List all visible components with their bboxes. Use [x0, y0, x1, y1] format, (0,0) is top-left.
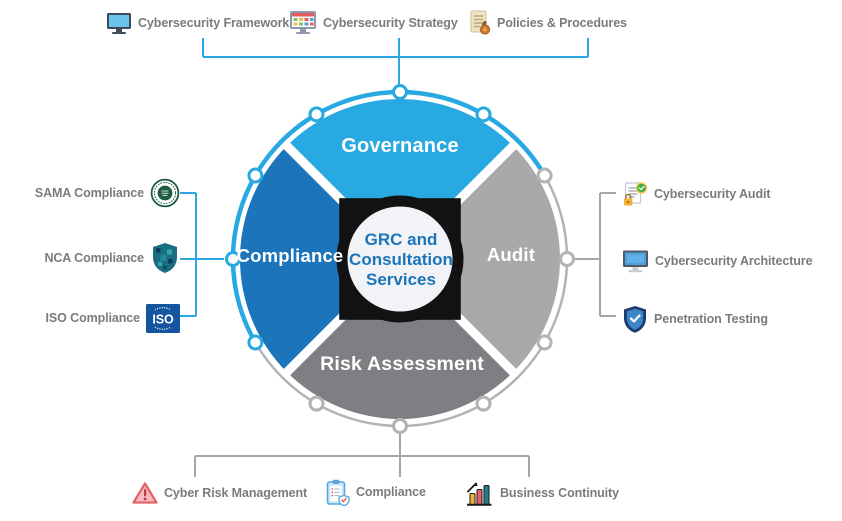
item-label: Business Continuity	[500, 485, 619, 500]
right-item-cybersecurity-architecture: Cybersecurity Architecture	[622, 247, 813, 275]
bar-chart-icon	[467, 482, 492, 506]
left-item-sama-compliance: SAMA Compliance	[28, 177, 180, 209]
center-title: GRC and Consultation Services	[328, 230, 474, 290]
top-item-cybersecurity-strategy: Cybersecurity Strategy	[289, 8, 458, 38]
wedge-label-governance: Governance	[341, 135, 459, 157]
iso-badge-text: ISO	[152, 312, 174, 326]
item-label: Cybersecurity Strategy	[323, 15, 458, 30]
bottom-item-cyber-risk-management: Cyber Risk Management	[132, 480, 307, 506]
bottom-item-business-continuity: Business Continuity	[464, 480, 619, 506]
connector-bottom	[194, 434, 530, 477]
right-item-penetration-testing: Penetration Testing	[622, 305, 768, 333]
top-item-policies-procedures: Policies & Procedures	[469, 8, 627, 38]
connector-right	[575, 192, 616, 317]
center-title-line2: Consultation	[349, 250, 453, 269]
rim-dots-blue	[225, 84, 492, 351]
monitor-icon	[623, 250, 648, 272]
item-label: Cybersecurity Framework	[138, 15, 290, 30]
document-stamp-icon	[470, 10, 491, 35]
item-label: Penetration Testing	[654, 311, 768, 326]
nca-shield-icon	[153, 243, 177, 273]
wedge-audit	[400, 145, 561, 373]
wedge-governance	[286, 98, 514, 259]
dashboard-monitor-icon	[290, 11, 316, 34]
wedge-compliance	[239, 145, 400, 373]
item-label: Cybersecurity Audit	[654, 186, 771, 201]
center-title-line1: GRC and	[364, 230, 438, 249]
right-item-cybersecurity-audit: Cybersecurity Audit	[622, 180, 771, 208]
center-title-line3: Services	[366, 270, 436, 289]
rim-dots-gray	[308, 167, 575, 434]
wedge-label-compliance: Compliance	[236, 245, 344, 266]
center-ring	[336, 195, 464, 323]
item-label: ISO Compliance	[45, 310, 141, 325]
wedge-risk-assessment	[286, 259, 514, 420]
top-item-cybersecurity-framework: Cybersecurity Framework	[106, 8, 289, 38]
sama-seal-icon	[150, 178, 180, 208]
audit-document-icon	[624, 181, 648, 205]
shield-check-icon	[624, 306, 646, 333]
left-item-nca-compliance: NCA Compliance	[28, 242, 180, 274]
monitor-icon	[107, 12, 131, 34]
item-label: Cybersecurity Architecture	[655, 253, 813, 268]
item-label: NCA Compliance	[44, 250, 144, 265]
wedge-label-risk-assessment: Risk Assessment	[320, 353, 484, 375]
connector-top	[202, 38, 589, 84]
connector-left	[180, 192, 224, 317]
wedge-label-audit: Audit	[486, 244, 536, 265]
left-item-iso-compliance: ISO Compliance ISO	[28, 302, 180, 334]
bottom-item-compliance: Compliance	[325, 479, 426, 506]
clipboard-shield-icon	[326, 479, 350, 506]
item-label: SAMA Compliance	[34, 185, 144, 200]
warning-triangle-icon	[132, 482, 158, 504]
item-label: Policies & Procedures	[497, 15, 627, 30]
iso-badge-icon: ISO	[146, 303, 180, 333]
item-label: Compliance	[356, 484, 426, 499]
item-label: Cyber Risk Management	[164, 485, 308, 500]
